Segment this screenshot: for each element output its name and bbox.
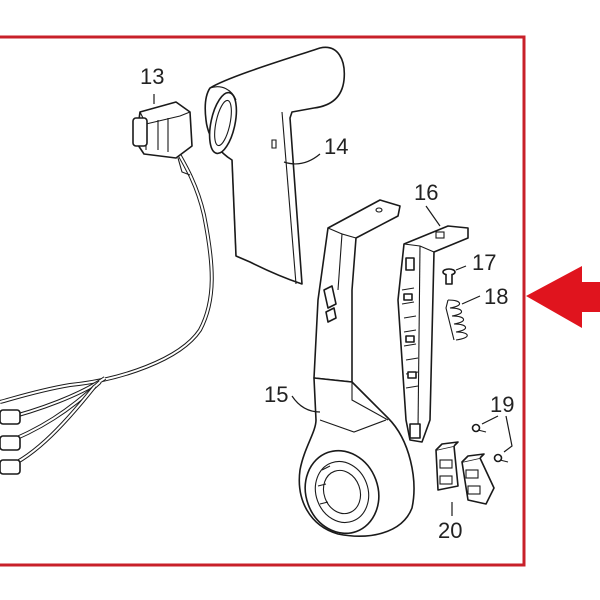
part-15-lever-arm <box>298 199 415 537</box>
leader-17 <box>455 265 467 271</box>
part-16-slide-bracket <box>397 225 469 443</box>
callout-15: 15 <box>264 382 288 407</box>
part-20-clips <box>435 441 495 505</box>
leader-16 <box>425 205 441 227</box>
part-18-spring <box>445 299 468 341</box>
leader-14 <box>283 153 321 165</box>
leader-19a <box>481 415 499 425</box>
leader-18 <box>461 295 481 305</box>
part-13-connector-cable <box>0 101 214 475</box>
leader-15 <box>291 395 321 413</box>
callout-17: 17 <box>472 250 496 275</box>
callout-20: 20 <box>438 518 462 543</box>
callout-14: 14 <box>324 134 348 159</box>
callout-13: 13 <box>140 64 164 89</box>
part-14-handle-cover <box>204 46 346 285</box>
leader-19b <box>503 415 513 453</box>
callout-18: 18 <box>484 284 508 309</box>
callout-16: 16 <box>414 180 438 205</box>
pointer-arrow-icon <box>526 266 600 328</box>
callout-19: 19 <box>490 392 514 417</box>
part-17-pin <box>442 268 456 285</box>
part-19-screws <box>471 423 509 463</box>
diagram-frame <box>0 35 526 567</box>
